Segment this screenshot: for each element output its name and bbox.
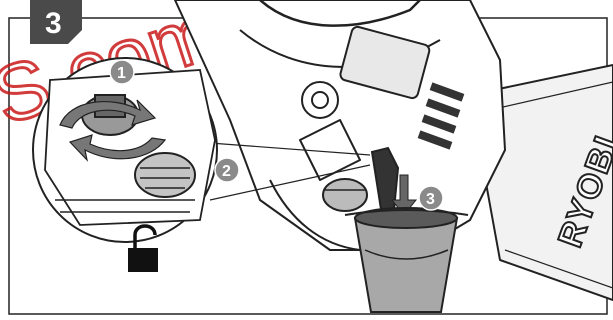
callout-1: 1 — [110, 60, 134, 84]
callout-2: 2 — [215, 158, 239, 182]
callout-3: 3 — [419, 186, 443, 210]
svg-text:1: 1 — [117, 65, 126, 82]
step-badge: 3 — [30, 0, 82, 44]
cap-removed — [135, 153, 195, 197]
svg-text:3: 3 — [426, 191, 435, 208]
step-number: 3 — [45, 7, 62, 40]
oil-cap — [323, 179, 367, 211]
svg-text:2: 2 — [222, 163, 231, 180]
cap-on-saw — [82, 95, 138, 135]
